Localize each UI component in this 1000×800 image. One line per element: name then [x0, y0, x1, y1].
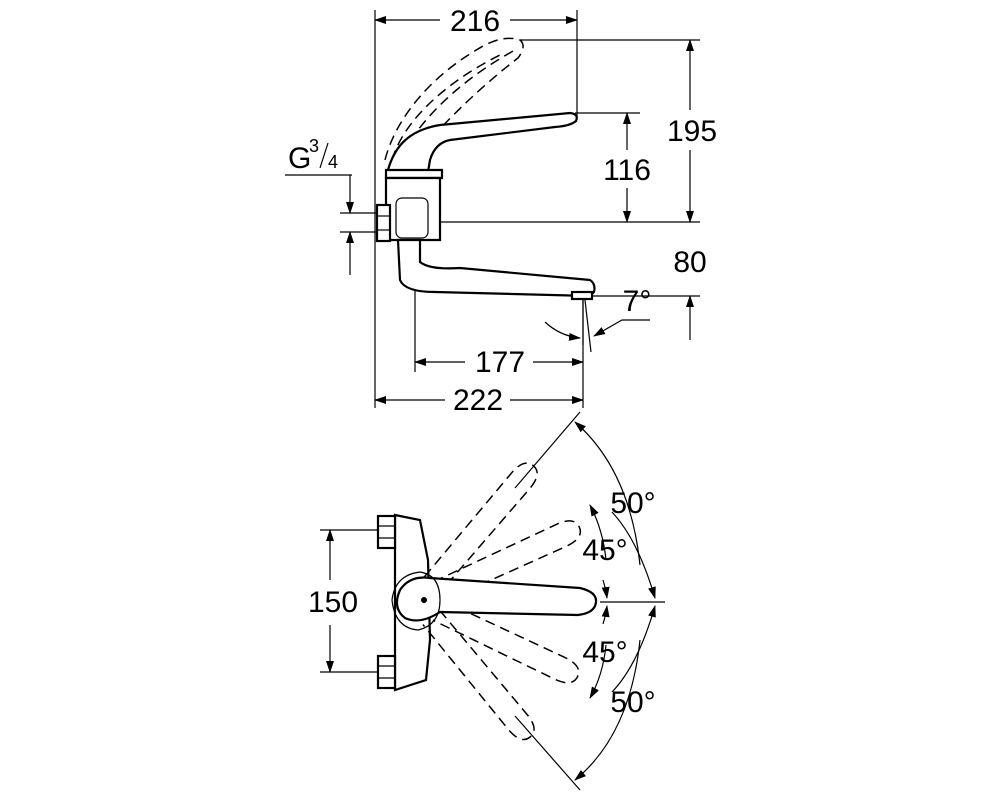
spout-aerator [570, 290, 594, 301]
dim-label-195: 195 [667, 115, 717, 148]
angle-label-outer-down: 50° [610, 686, 655, 719]
thread-fraction-num: 3 [309, 136, 319, 156]
side-view: 216 195 116 80 G 3 4 177 222 [285, 5, 717, 417]
lever-ghost-top-up-45 [433, 520, 582, 603]
thread-fraction-slash [319, 142, 329, 169]
top-view: 150 [308, 411, 665, 791]
angle-ref-tilted [584, 299, 592, 353]
top-nut-lower [376, 654, 397, 690]
lever-ghost-top-down-50 [422, 609, 535, 741]
arc-inner-up [589, 504, 607, 561]
ray-outer-up [514, 411, 581, 489]
dim-label-216: 216 [450, 5, 500, 38]
dim-label-177: 177 [475, 346, 525, 379]
mixer-cartridge [384, 168, 444, 180]
angle-arc-7 [544, 321, 581, 341]
spout [396, 238, 596, 298]
angle-label-inner-down: 45° [582, 636, 627, 669]
thread-label: G [288, 142, 311, 175]
lever-ghost-3 [401, 49, 516, 156]
lever-handle [386, 111, 578, 174]
top-nut-upper [376, 514, 397, 550]
lever-ghost-top-down-45 [432, 599, 580, 684]
arc-inner-down [589, 644, 607, 699]
dim-label-150: 150 [308, 586, 358, 619]
wall-nut [375, 203, 392, 243]
dim-label-116: 116 [603, 154, 651, 187]
dim-label-222: 222 [453, 384, 503, 417]
lever-ghost-1 [384, 37, 524, 161]
angle-label-outer-up: 50° [610, 487, 655, 520]
arc-outer-up [574, 421, 641, 566]
mixer-body [384, 176, 442, 242]
top-lever-handle [395, 576, 598, 622]
angle-label-inner-up: 45° [582, 534, 627, 567]
arc-outer-down [574, 639, 641, 781]
top-lever-marker [421, 597, 427, 603]
lever-ghost-2 [391, 54, 501, 161]
lever-ghost-top-up-50 [423, 462, 538, 592]
angle-label-7: 7° [623, 285, 652, 318]
mixer-body-recess [395, 197, 429, 239]
ray-outer-down [514, 715, 581, 791]
dim-label-80: 80 [673, 246, 706, 279]
thread-fraction-den: 4 [328, 152, 338, 172]
